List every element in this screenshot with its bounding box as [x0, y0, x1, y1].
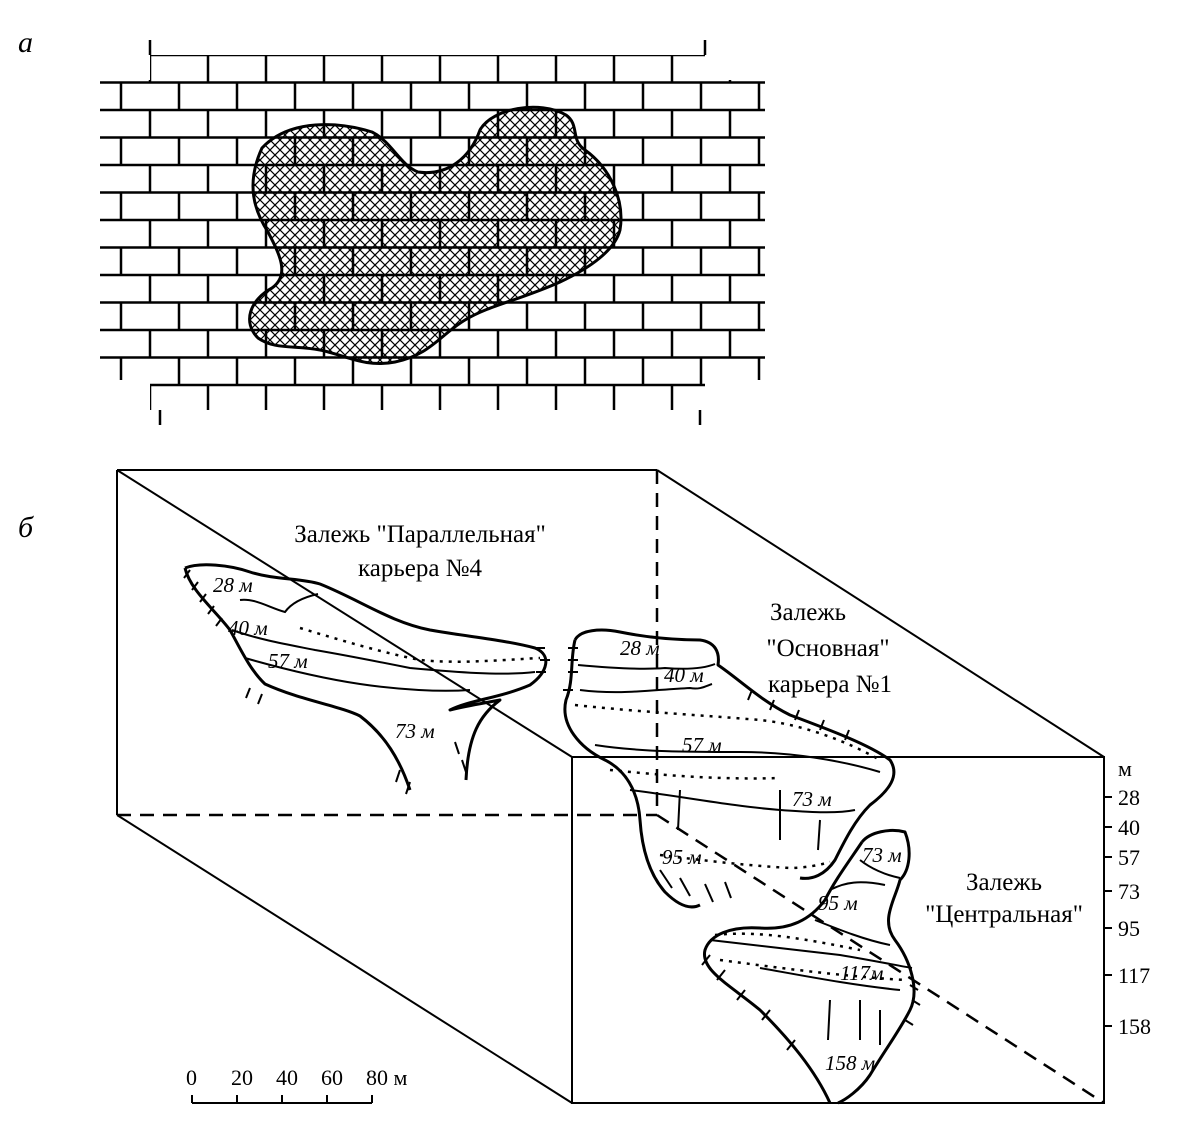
ore-body-main — [563, 628, 896, 909]
label-main-line1: Залежь — [770, 599, 846, 626]
label-main-line2: "Основная" — [766, 635, 889, 662]
contour-label: 40 м — [228, 616, 268, 640]
ore-body-central — [701, 828, 921, 1105]
length-scale-bar: 0 20 40 60 80 м — [186, 1065, 408, 1104]
hidden-diagonal-edge — [656, 813, 1105, 1105]
contour-label: 95 м — [662, 845, 702, 869]
depth-tick-label: 40 — [1118, 815, 1140, 840]
depth-tick-label: 28 — [1118, 785, 1140, 810]
ore-body-parallel — [183, 563, 550, 795]
box-bottom-left-edge — [116, 814, 573, 1104]
box-top-right-edge — [656, 469, 1105, 758]
contour-label: 57 м — [268, 649, 308, 673]
depth-tick-label: 73 — [1118, 879, 1140, 904]
depth-tick-label: 117 — [1118, 963, 1150, 988]
depth-scale: м 28 40 57 73 95 117 158 — [1103, 756, 1151, 1103]
contour-label: 40 м — [664, 663, 704, 687]
scale-tick-label: 0 — [186, 1065, 197, 1090]
panel-a-letter: а — [18, 26, 33, 59]
contour-label: 73 м — [395, 719, 435, 743]
label-central-line1: Залежь — [966, 869, 1042, 896]
depth-scale-unit: м — [1118, 756, 1132, 781]
contour-label: 28 м — [213, 573, 253, 597]
block-diagram — [116, 469, 1105, 1105]
scale-tick-label: 60 — [321, 1065, 343, 1090]
depth-tick-label: 95 — [1118, 916, 1140, 941]
label-main-line3: карьера №1 — [768, 671, 892, 698]
label-central-line2: "Центральная" — [925, 901, 1083, 928]
contour-label: 95 м — [818, 891, 858, 915]
contour-label: 158 м — [825, 1051, 875, 1075]
contour-label: 73 м — [792, 787, 832, 811]
panel-b-letter: б — [18, 511, 34, 544]
depth-tick-label: 57 — [1118, 845, 1140, 870]
box-top-left-edge — [116, 469, 573, 758]
contour-label: 28 м — [620, 636, 660, 660]
contour-label: 73 м — [862, 843, 902, 867]
scale-tick-label: 40 — [276, 1065, 298, 1090]
scale-tick-label: 80 м — [366, 1065, 408, 1090]
contour-label: 117м — [840, 961, 883, 985]
label-parallel-line1: Залежь "Параллельная" — [294, 521, 546, 548]
label-parallel-line2: карьера №4 — [358, 555, 483, 582]
contour-label: 57 м — [682, 733, 722, 757]
scale-tick-label: 20 — [231, 1065, 253, 1090]
ore-body-crosshatched — [248, 105, 623, 365]
depth-tick-label: 158 — [1118, 1014, 1151, 1039]
